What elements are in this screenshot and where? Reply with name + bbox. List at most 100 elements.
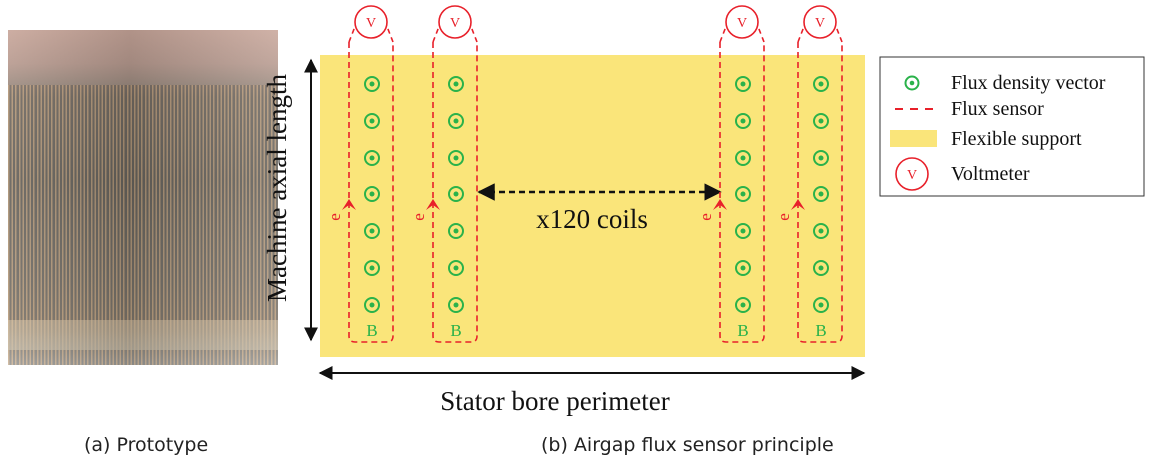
voltmeter-label: V — [366, 16, 376, 31]
flux-density-vector-icon — [735, 223, 751, 239]
vector-ring — [448, 113, 464, 129]
flux-sensor-loop — [432, 42, 478, 343]
vector-dot — [369, 155, 375, 161]
voltmeter-icon: V — [895, 157, 929, 191]
coils-count-label: x120 coils — [536, 204, 648, 234]
legend-label-flux-density: Flux density vector — [951, 72, 1106, 94]
voltmeter-lead-right — [469, 23, 478, 43]
vector-ring — [813, 186, 829, 202]
vector-dot — [818, 265, 824, 271]
vector-ring — [735, 186, 751, 202]
voltmeter-icon — [438, 5, 472, 39]
connector-band — [8, 320, 278, 350]
flux-density-vector-icon — [735, 297, 751, 313]
sensor-traces — [8, 85, 278, 365]
flux-density-vector-icon — [364, 186, 380, 202]
current-arrow-icon — [342, 199, 356, 210]
vector-dot — [818, 118, 824, 124]
vector-dot — [369, 81, 375, 87]
vector-dot — [453, 265, 459, 271]
flux-density-vector-icon — [735, 76, 751, 92]
vector-dot — [740, 118, 746, 124]
flux-density-vector-icon — [364, 297, 380, 313]
vector-ring — [735, 297, 751, 313]
vector-dot — [369, 302, 375, 308]
vector-dot — [453, 155, 459, 161]
current-arrow-icon — [426, 199, 440, 210]
prototype-photo — [8, 30, 278, 365]
flux-density-vector-icon — [448, 223, 464, 239]
flux-sensor-loop — [797, 42, 843, 343]
current-arrow-icon — [791, 199, 805, 210]
emf-label: e — [325, 213, 344, 221]
vector-ring — [364, 223, 380, 239]
vector-ring — [813, 150, 829, 166]
sensor-coil-4: VeB — [774, 5, 843, 343]
vector-dot — [740, 265, 746, 271]
caption-principle: (b) Airgap flux sensor principle — [541, 434, 834, 456]
voltmeter-label: V — [737, 16, 747, 31]
voltmeter-icon — [354, 5, 388, 39]
vector-dot — [818, 302, 824, 308]
legend-label-voltmeter: Voltmeter — [951, 163, 1030, 185]
vector-ring — [364, 150, 380, 166]
vector-ring — [735, 150, 751, 166]
vector-ring — [735, 223, 751, 239]
vector-ring — [448, 150, 464, 166]
legend: Flux density vector Flux sensor Flexible… — [879, 56, 1145, 197]
voltmeter-lead-right — [834, 23, 843, 43]
vector-ring — [448, 297, 464, 313]
vector-ring — [448, 223, 464, 239]
flux-density-vector-icon — [448, 150, 464, 166]
voltmeter-lead-left — [719, 23, 728, 43]
photo-shading — [8, 30, 278, 365]
flux-density-vector-icon — [448, 76, 464, 92]
vector-ring — [364, 186, 380, 202]
vector-ring — [364, 260, 380, 276]
flux-density-vector-icon — [904, 75, 920, 91]
vector-ring — [813, 223, 829, 239]
sensor-coil-2: VeB — [409, 5, 478, 343]
voltmeter-icon — [725, 5, 759, 39]
voltmeter-label: V — [450, 16, 460, 31]
flux-b-label: B — [737, 321, 748, 340]
flux-density-vector-icon — [735, 150, 751, 166]
flux-density-vector-icon — [813, 186, 829, 202]
vector-dot — [369, 191, 375, 197]
flux-density-vector-icon — [364, 260, 380, 276]
voltmeter-lead-left — [797, 23, 806, 43]
legend-voltmeter-v: V — [907, 168, 917, 183]
flux-density-vector-icon — [735, 186, 751, 202]
vector-dot — [453, 302, 459, 308]
emf-label: e — [774, 213, 793, 221]
vector-ring — [813, 113, 829, 129]
flux-density-vector-icon — [813, 297, 829, 313]
emf-label: e — [696, 213, 715, 221]
legend-label-flux-sensor: Flux sensor — [951, 98, 1044, 120]
vector-dot — [453, 118, 459, 124]
vector-dot — [818, 155, 824, 161]
vector-ring — [364, 113, 380, 129]
flux-density-vector-icon — [364, 223, 380, 239]
flux-density-vector-icon — [735, 113, 751, 129]
x-axis-label: Stator bore perimeter — [440, 386, 669, 416]
voltmeter-lead-right — [756, 23, 765, 43]
flux-density-vector-icon — [813, 223, 829, 239]
voltmeter-label: V — [815, 16, 825, 31]
voltmeter-lead-left — [348, 23, 357, 43]
vector-ring — [813, 260, 829, 276]
vector-ring — [813, 76, 829, 92]
vector-dot — [740, 81, 746, 87]
vector-dot — [740, 191, 746, 197]
vector-dot — [818, 228, 824, 234]
voltmeter-lead-left — [432, 23, 441, 43]
legend-label-flexible-support: Flexible support — [951, 128, 1082, 150]
vector-dot — [369, 228, 375, 234]
vector-dot — [453, 228, 459, 234]
vector-dot — [453, 191, 459, 197]
flux-density-vector-icon — [813, 113, 829, 129]
flux-density-vector-icon — [448, 260, 464, 276]
